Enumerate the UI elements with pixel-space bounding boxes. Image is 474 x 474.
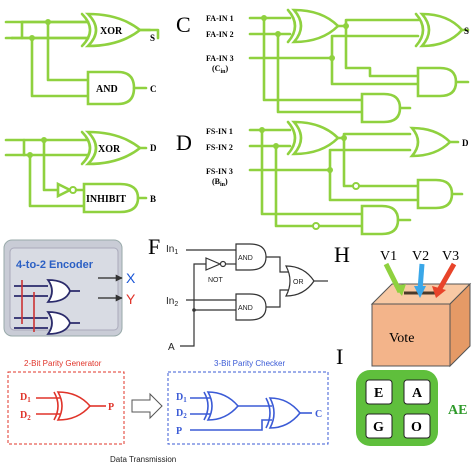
fa-xor1 [291,8,340,44]
parity-checker-title: 3-Bit Parity Checker [214,359,285,368]
fs-and2 [360,204,400,236]
checker-box [167,371,329,445]
output-c: C [150,84,157,94]
f-not-label: NOT [208,277,224,284]
panel-d-letter: D [176,130,192,155]
ballot-box-label: Vote [389,331,414,346]
fa-cin-label: (Cin) [212,64,228,75]
keypad-side-label: AE [448,403,467,418]
gen-d2: D2 [20,410,31,422]
parity-generator-title: 2-Bit Parity Generator [24,359,102,368]
v3-arrow-icon [435,262,457,294]
panel-g-parity: 2-Bit Parity Generator 3-Bit Parity Chec… [7,359,329,464]
fs-in3-label: FS-IN 3 [206,167,233,176]
chk-xor2-gate [268,397,302,429]
f-and2-label: AND [238,305,253,312]
fa-and1 [416,66,458,98]
chk-p: P [176,426,182,437]
vote-v2: V2 [412,249,429,264]
f-or-gate [285,265,315,297]
panel-c-full-adder: C FA-IN 1 FA-IN 2 FA-IN 3 (Cin) S [176,8,470,124]
key-o[interactable] [403,413,431,439]
gen-xor-gate [56,391,92,421]
and-label-a: AND [96,84,118,95]
fs-xor1 [291,120,340,156]
encoder-out-x: X [126,270,136,286]
chk-c: C [315,409,322,420]
xor-gate-b [84,130,143,166]
key-a-label: A [412,386,423,401]
gen-d1: D1 [20,392,31,404]
f-not-gate [205,257,222,271]
chk-d1: D1 [176,392,187,404]
chk-xor1-gate [206,391,240,421]
encoder-out-y: Y [126,291,136,307]
f-in2-label: In2 [166,296,178,308]
gen-p: P [108,402,114,413]
key-e-label: E [374,386,383,401]
xor-gate-a [84,12,143,48]
output-s: S [150,33,155,43]
key-o-label: O [411,420,422,435]
panel-d-full-subtractor: D FS-IN 1 FS-IN 2 FS-IN 3 (Bin) D [176,120,469,236]
key-g-label: G [373,420,384,435]
fa-and2 [360,92,402,124]
f-or-label: OR [293,279,304,286]
vote-v3: V3 [442,249,459,264]
transmission-arrow-icon [131,392,163,420]
panel-b-half-subtractor: XOR INHIBIT D B [4,130,157,214]
fa-in2-label: FA-IN 2 [206,30,234,39]
f-and1-label: AND [238,255,253,262]
v2-arrow-icon [417,263,425,291]
inhibit-label: INHIBIT [86,194,126,205]
panel-i-keypad: I E A G O AE [336,344,467,446]
f-in1-label: In1 [166,244,178,256]
xor-label-b: XOR [98,144,121,155]
key-e[interactable] [365,379,393,405]
fa-output-s: S [464,26,469,36]
fs-output-d: D [462,138,469,148]
fa-in1-label: FA-IN 1 [206,14,234,23]
fs-xor2 [409,126,452,158]
xor-label-a: XOR [100,26,123,37]
key-a[interactable] [403,379,431,405]
encoder-or2 [46,311,71,335]
fs-in1-label: FS-IN 1 [206,127,233,136]
output-b: B [150,194,156,204]
generator-box [7,371,125,445]
key-g[interactable] [365,413,393,439]
ballot-box [371,303,451,367]
fs-and1 [416,178,454,210]
panel-f-logic: F In1 In2 A NOT AND AND OR [148,234,328,353]
panel-e-encoder: 4-to-2 Encoder X Y [3,239,136,337]
panel-h-vote: H V1 V2 V3 Vote [334,242,472,368]
fa-xor2 [419,12,464,48]
chk-d2: D2 [176,408,187,420]
data-transmission-label: Data Transmission [110,455,176,464]
panel-f-letter: F [148,234,160,259]
fs-bin-label: (Bin) [212,177,228,188]
encoder-or1 [46,279,71,303]
output-d: D [150,143,157,153]
encoder-title: 4-to-2 Encoder [16,259,94,271]
f-a-label: A [168,342,175,353]
panel-c-letter: C [176,12,191,37]
fs-in2-label: FS-IN 2 [206,143,233,152]
panel-h-letter: H [334,242,350,267]
fa-in3-label: FA-IN 3 [206,54,234,63]
vote-v1: V1 [380,249,397,264]
panel-a-half-adder: XOR AND S C [4,12,160,106]
panel-i-letter: I [336,344,343,369]
